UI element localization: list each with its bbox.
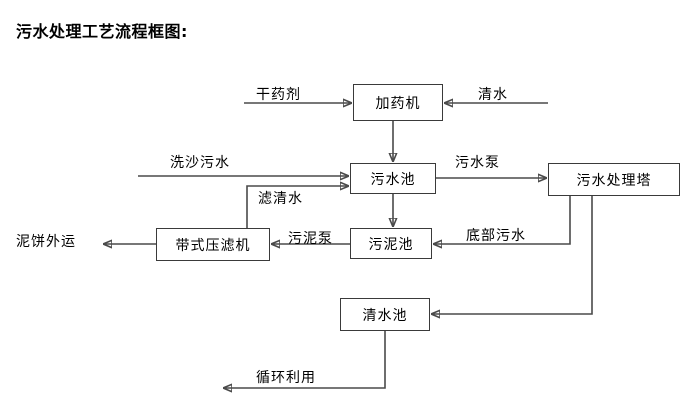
node-treatment-tower[interactable]: 污水处理塔 xyxy=(548,163,680,196)
node-label: 加药机 xyxy=(375,95,421,112)
node-label: 带式压滤机 xyxy=(175,237,251,254)
node-dosing-machine[interactable]: 加药机 xyxy=(353,84,443,121)
page-title: 污水处理工艺流程框图: xyxy=(16,22,188,41)
node-clear-water-pool[interactable]: 清水池 xyxy=(340,298,430,331)
edge-label-dry-chemical: 干药剂 xyxy=(256,87,301,103)
node-label: 污泥池 xyxy=(368,236,414,253)
node-label: 污水处理塔 xyxy=(576,172,652,189)
edge-label-clean-water: 清水 xyxy=(478,87,508,103)
node-label: 污水池 xyxy=(370,171,416,188)
node-sludge-pool[interactable]: 污泥池 xyxy=(350,228,432,259)
edge-label-sludge-pump: 污泥泵 xyxy=(288,231,333,247)
node-wastewater-pool[interactable]: 污水池 xyxy=(350,163,436,194)
edge-label-wastewater-pump: 污水泵 xyxy=(455,155,500,171)
edge-label-filtered-clear-water: 滤清水 xyxy=(258,191,303,207)
edge-label-bottom-sewage: 底部污水 xyxy=(466,228,526,244)
edge-label-recycle-reuse: 循环利用 xyxy=(256,370,316,386)
node-belt-filter-press[interactable]: 带式压滤机 xyxy=(156,228,270,261)
edge-label-sand-wash-sewage: 洗沙污水 xyxy=(170,155,230,171)
edge-label-mud-cake-transport: 泥饼外运 xyxy=(16,234,76,250)
node-label: 清水池 xyxy=(362,307,408,324)
